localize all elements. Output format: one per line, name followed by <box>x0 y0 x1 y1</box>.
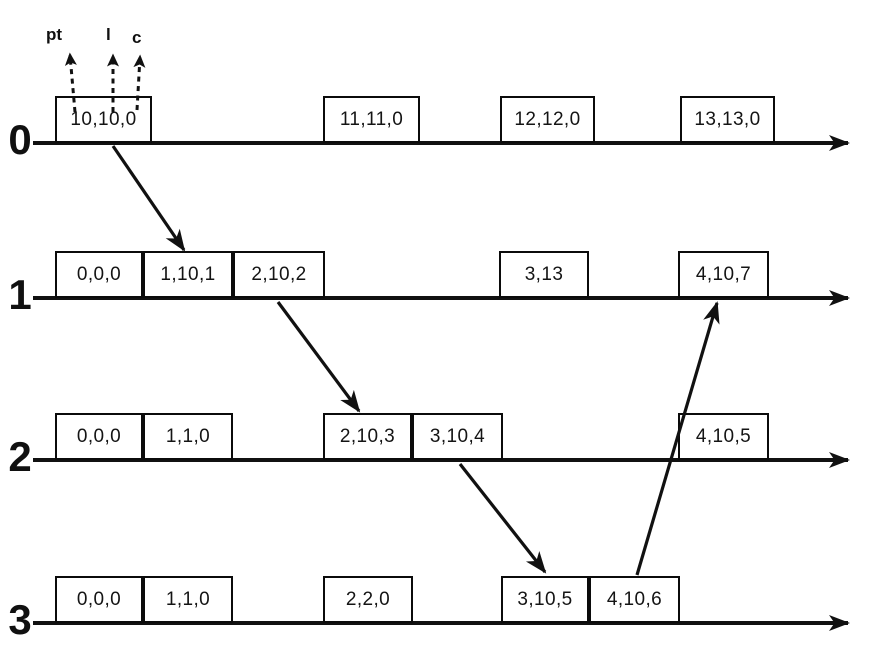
event-box-p0-e2: 12,12,0 <box>500 96 595 143</box>
process-label-2: 2 <box>8 433 32 480</box>
event-box-p3-e3: 3,10,5 <box>501 576 589 623</box>
event-box-p1-e0: 0,0,0 <box>55 251 143 298</box>
event-box-p2-e3: 3,10,4 <box>412 413 503 460</box>
event-box-p2-e2: 2,10,3 <box>323 413 412 460</box>
event-box-p3-e2: 2,2,0 <box>323 576 413 623</box>
event-box-p2-e0: 0,0,0 <box>55 413 143 460</box>
clock-field-label-pt: pt <box>46 25 63 44</box>
event-box-p3-e1: 1,1,0 <box>143 576 233 623</box>
clock-field-label-l: l <box>106 25 111 44</box>
event-box-p1-e2: 2,10,2 <box>233 251 325 298</box>
process-label-3: 3 <box>8 596 32 643</box>
event-box-p0-e3: 13,13,0 <box>680 96 775 143</box>
event-box-p3-e4: 4,10,6 <box>589 576 680 623</box>
process-label-0: 0 <box>8 116 32 163</box>
event-box-p0-e1: 11,11,0 <box>323 96 420 143</box>
event-box-p1-e1: 1,10,1 <box>143 251 233 298</box>
clock-field-label-c: c <box>132 28 142 47</box>
event-box-p1-e3: 3,13 <box>499 251 589 298</box>
process-label-1: 1 <box>8 271 32 318</box>
event-box-p3-e0: 0,0,0 <box>55 576 143 623</box>
event-box-p1-e4: 4,10,7 <box>678 251 769 298</box>
event-box-p2-e1: 1,1,0 <box>143 413 233 460</box>
